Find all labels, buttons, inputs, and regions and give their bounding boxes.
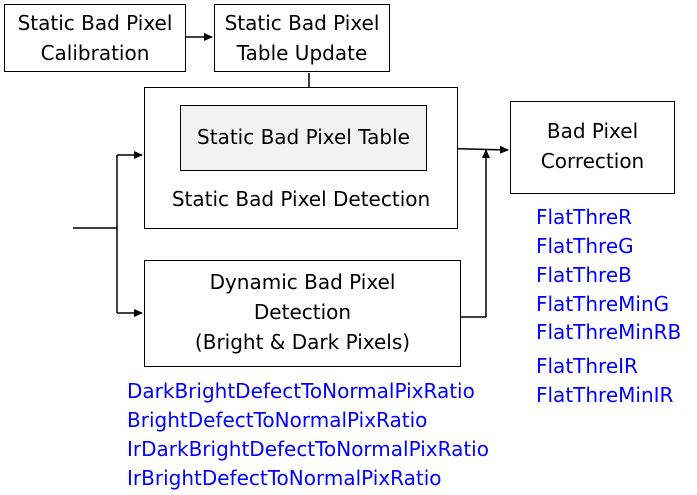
- static-calibration-box: Static Bad Pixel Calibration: [4, 4, 186, 72]
- box-label-line: Static Bad Pixel: [17, 11, 173, 35]
- static-table-box: Static Bad Pixel Table: [180, 105, 427, 171]
- static-table-label: Static Bad Pixel Table: [197, 125, 410, 149]
- dynamic-param: DarkBrightDefectToNormalPixRatio: [127, 379, 475, 403]
- box-label-line: Dynamic Bad Pixel: [209, 270, 396, 294]
- box-label-line: Static Bad Pixel: [224, 11, 380, 35]
- box-label-line: (Bright & Dark Pixels): [194, 330, 411, 354]
- correction-param: FlatThreMinIR: [536, 383, 674, 407]
- dynamic-detection-box: Dynamic Bad Pixel Detection (Bright & Da…: [144, 260, 461, 367]
- dynamic-param: BrightDefectToNormalPixRatio: [127, 408, 428, 432]
- correction-box: Bad Pixel Correction: [510, 101, 675, 194]
- box-label-line: Correction: [540, 149, 645, 173]
- correction-param: FlatThreR: [536, 205, 633, 229]
- box-label-line: Detection: [253, 300, 352, 324]
- static-table-update-box: Static Bad Pixel Table Update: [214, 4, 390, 72]
- correction-param: FlatThreB: [536, 263, 632, 287]
- correction-param: FlatThreMinRB: [536, 320, 682, 344]
- correction-param: FlatThreG: [536, 234, 634, 258]
- box-label-line: Calibration: [40, 41, 150, 65]
- correction-param: FlatThreMinG: [536, 292, 670, 316]
- dynamic-param: IrBrightDefectToNormalPixRatio: [127, 466, 442, 490]
- box-label-line: Table Update: [236, 41, 368, 65]
- box-label-line: Bad Pixel: [546, 119, 639, 143]
- correction-param: FlatThreIR: [536, 354, 638, 378]
- dynamic-param: IrDarkBrightDefectToNormalPixRatio: [127, 437, 489, 461]
- static-detection-label: Static Bad Pixel Detection: [171, 187, 431, 211]
